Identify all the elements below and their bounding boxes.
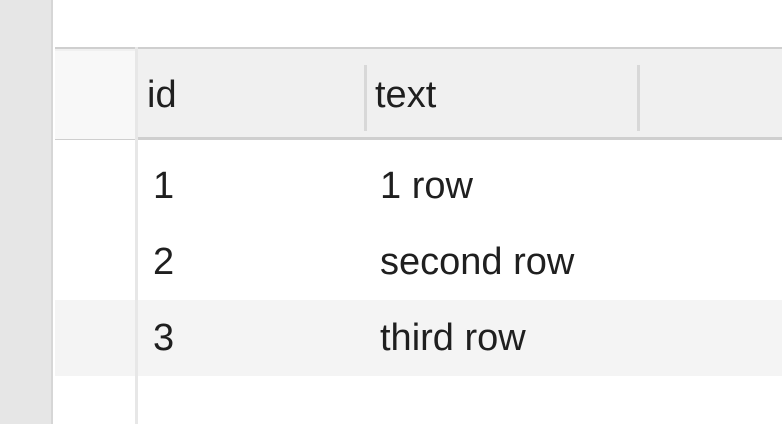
cell-text[interactable]: second row xyxy=(380,240,575,283)
column-resize-handle-text[interactable] xyxy=(637,65,640,131)
empty-table-area xyxy=(138,376,782,424)
table-row[interactable]: 1 1 row xyxy=(138,148,782,224)
table-row[interactable]: 3 third row xyxy=(138,300,782,376)
column-resize-handle-id[interactable] xyxy=(364,65,367,131)
column-header-id[interactable]: id xyxy=(147,51,361,139)
cell-text[interactable]: 1 row xyxy=(380,164,473,207)
column-header-id-label: id xyxy=(147,73,177,116)
cell-id[interactable]: 1 xyxy=(153,164,175,207)
left-panel-strip xyxy=(0,0,53,424)
table-row[interactable]: 2 second row xyxy=(138,224,782,300)
cell-id[interactable]: 3 xyxy=(153,316,175,359)
column-header-text-label: text xyxy=(375,73,437,116)
column-header-text[interactable]: text xyxy=(375,51,635,139)
row-gutter-highlight xyxy=(55,300,135,376)
table-header-row: id text xyxy=(55,47,782,140)
cell-text[interactable]: third row xyxy=(380,316,526,359)
data-table: id text 1 1 row 2 second row 3 third row xyxy=(55,47,782,424)
header-gutter xyxy=(55,51,135,139)
top-empty-area xyxy=(53,0,782,47)
cell-id[interactable]: 2 xyxy=(153,240,175,283)
gutter-divider xyxy=(135,47,138,424)
